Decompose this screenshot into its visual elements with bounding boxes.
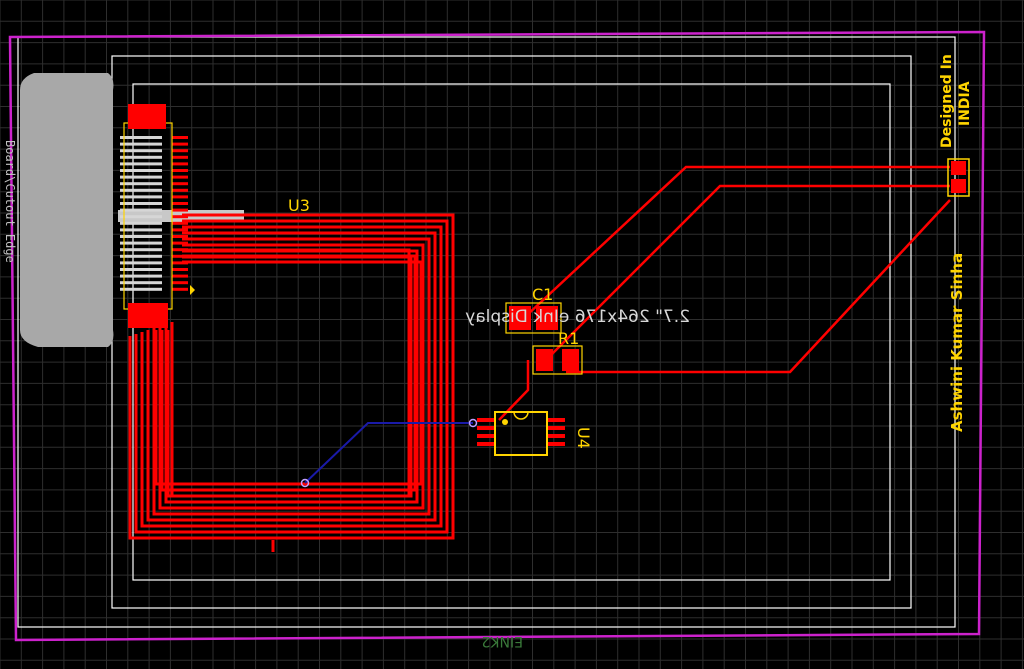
pin1-marker <box>190 285 195 295</box>
via-2[interactable] <box>468 418 478 428</box>
resistor-r1[interactable] <box>532 345 583 375</box>
connector-pins <box>120 136 188 291</box>
copper-traces[interactable] <box>128 213 455 540</box>
fpc-connector[interactable] <box>20 73 114 347</box>
inner-outline <box>132 83 891 581</box>
board-edge[interactable] <box>8 30 986 642</box>
u3-designator: U3 <box>288 196 310 215</box>
display-label-mirrored: 2.7" 264x176 eInk Display <box>465 307 690 327</box>
board-outlines <box>17 36 956 628</box>
capacitor-c1[interactable] <box>505 302 562 334</box>
c1-designator: C1 <box>532 285 553 304</box>
r1-designator: R1 <box>558 329 579 348</box>
mount-pad-bottom[interactable] <box>128 303 168 328</box>
u4-designator: U4 <box>574 427 593 449</box>
designed-in-text: Designed In <box>939 54 955 148</box>
header-connector[interactable] <box>947 158 970 197</box>
cutout-edge-label: Board\Cutout Edge <box>3 140 17 263</box>
bottom-layer-trace[interactable] <box>304 422 473 484</box>
author-text: Ashwini Kumar Sinha <box>948 253 966 432</box>
mount-pad-top[interactable] <box>128 104 166 129</box>
india-text: INDIA <box>957 81 973 126</box>
bottom-ref-label: EINK2 <box>481 633 523 649</box>
diagonal-traces[interactable] <box>498 165 951 421</box>
ic-u4[interactable] <box>477 411 565 456</box>
outer-outline <box>17 36 956 628</box>
via-1[interactable] <box>300 478 310 488</box>
